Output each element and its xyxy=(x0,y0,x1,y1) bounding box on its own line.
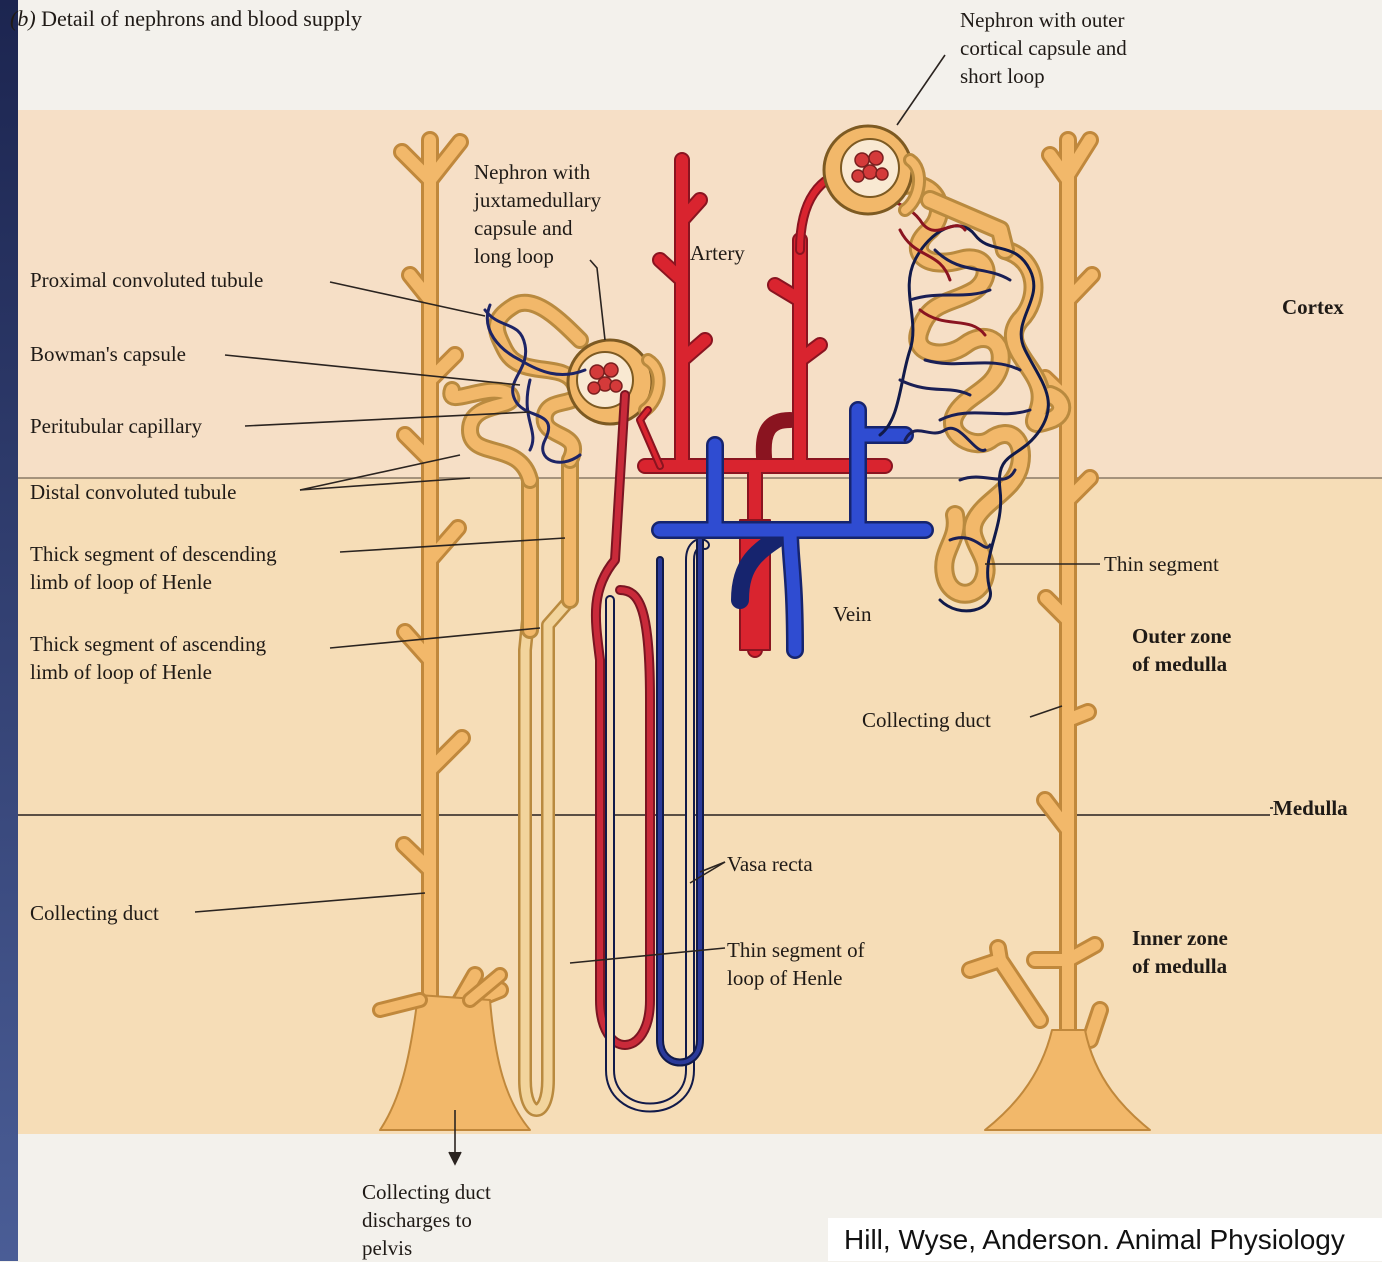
caption-marker: (b) xyxy=(10,6,36,31)
label-nephron-juxtamedullary: Nephron with juxtamedullary capsule and … xyxy=(474,158,601,270)
label-thick-ascending: Thick segment of ascending limb of loop … xyxy=(30,630,266,686)
label-thin-loop-henle: Thin segment of loop of Henle xyxy=(727,936,865,992)
source-credit: Hill, Wyse, Anderson. Animal Physiology xyxy=(828,1218,1382,1261)
label-thin-segment: Thin segment xyxy=(1104,550,1219,578)
label-vasa-recta: Vasa recta xyxy=(727,850,813,878)
caption-text: Detail of nephrons and blood supply xyxy=(41,6,362,31)
label-thick-descending: Thick segment of descending limb of loop… xyxy=(30,540,277,596)
zone-outer-medulla: Outer zone of medulla xyxy=(1132,622,1231,678)
label-vein: Vein xyxy=(833,600,872,628)
label-collecting-duct-discharge: Collecting duct discharges to pelvis xyxy=(362,1178,491,1262)
label-collecting-duct-left: Collecting duct xyxy=(30,899,159,927)
figure-caption: (b) Detail of nephrons and blood supply xyxy=(10,6,362,32)
label-collecting-duct-right: Collecting duct xyxy=(862,706,991,734)
zone-medulla: Medulla xyxy=(1273,794,1348,822)
label-peritubular-capillary: Peritubular capillary xyxy=(30,412,202,440)
label-artery: Artery xyxy=(690,239,745,267)
zone-cortex: Cortex xyxy=(1282,293,1344,321)
label-proximal-tubule: Proximal convoluted tubule xyxy=(30,266,263,294)
label-nephron-outer: Nephron with outer cortical capsule and … xyxy=(960,6,1127,90)
label-bowmans-capsule: Bowman's capsule xyxy=(30,340,186,368)
zone-inner-medulla: Inner zone of medulla xyxy=(1132,924,1228,980)
cortex-region xyxy=(18,110,1382,478)
label-distal-tubule: Distal convoluted tubule xyxy=(30,478,236,506)
